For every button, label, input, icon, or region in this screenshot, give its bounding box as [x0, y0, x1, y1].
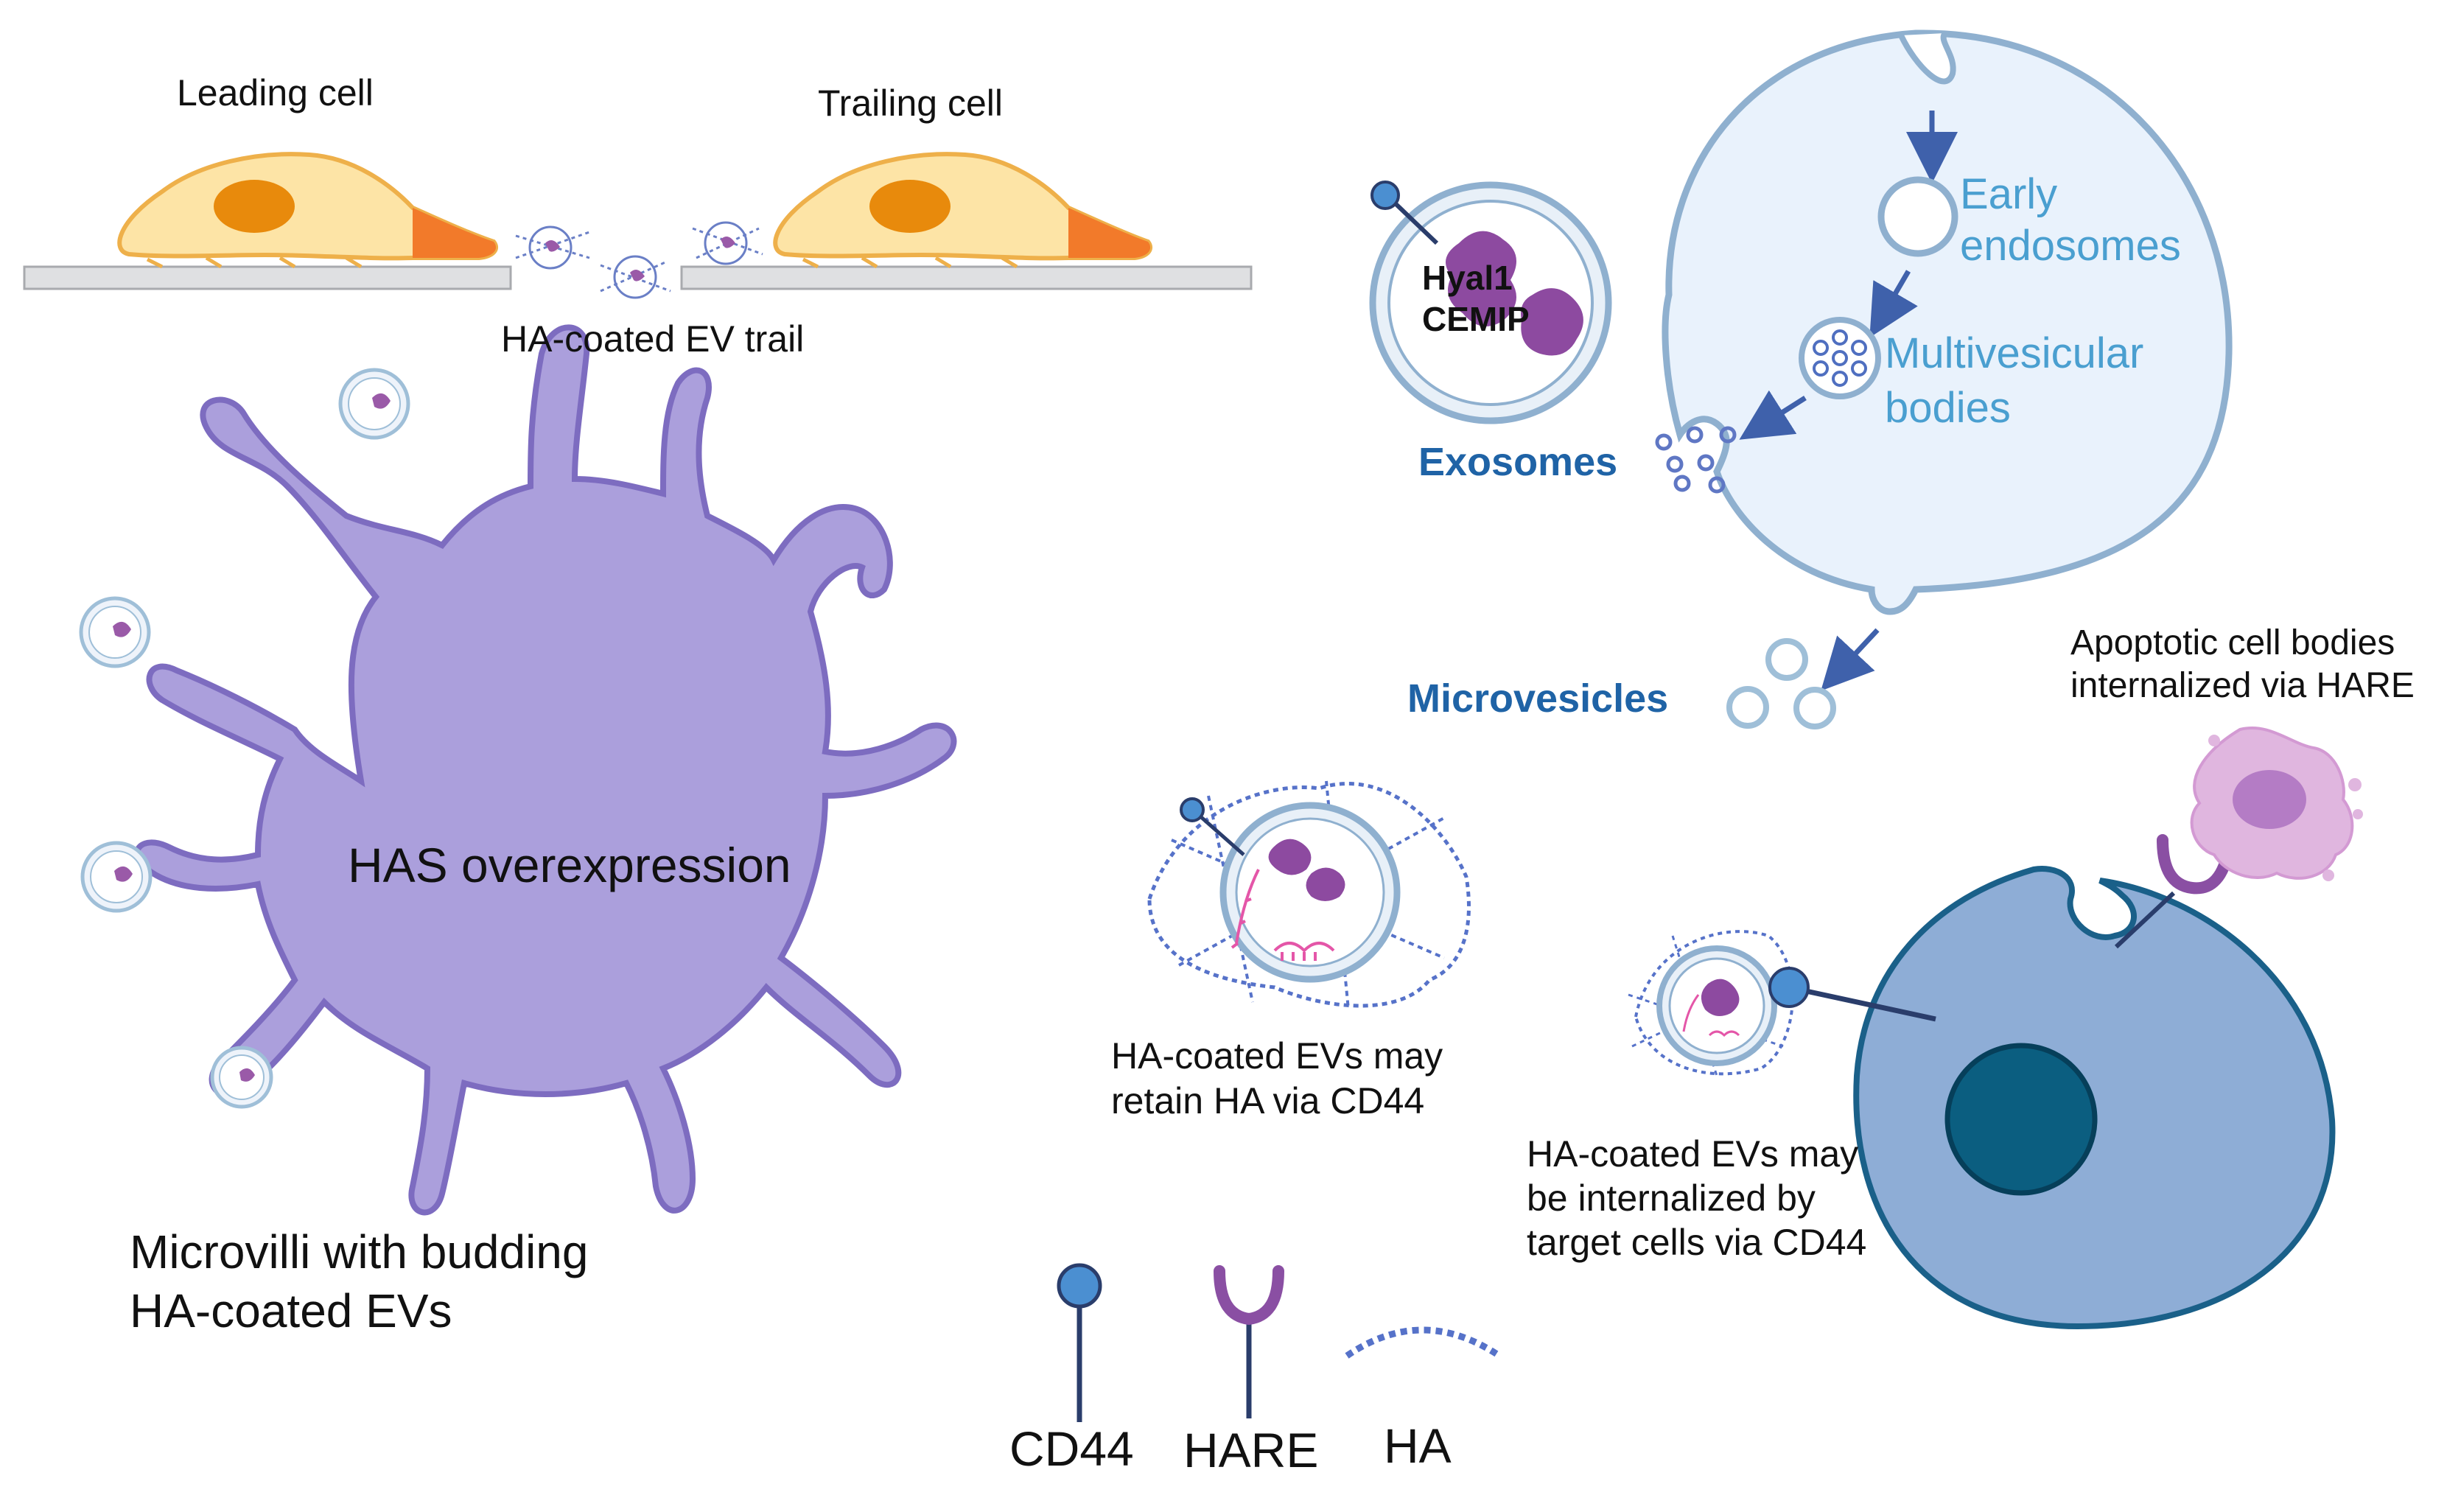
trail-ev-group: [515, 221, 763, 299]
trailing-cell-nucleus: [869, 180, 951, 233]
exosomes-label: Exosomes: [1418, 440, 1618, 484]
legend-cd44-label: CD44: [1009, 1421, 1134, 1476]
mvb-label-line2: bodies: [1885, 384, 2011, 432]
hyal1-protein: [1446, 231, 1516, 326]
retain-label-line2: retain HA via CD44: [1111, 1080, 1425, 1121]
target-cell: [1853, 866, 2336, 1330]
legend-symbols: [1057, 1263, 1502, 1422]
apoptotic-body: [2190, 727, 2363, 881]
microvesicles-label: Microvesicles: [1407, 676, 1669, 721]
exosome-vesicles: [1655, 426, 1737, 494]
hyal1-label: Hyal1: [1422, 259, 1513, 297]
exosome-detail: [1369, 181, 1612, 424]
microvilli-cell-group: [79, 324, 957, 1216]
apoptotic-label-line1: Apoptotic cell bodies: [2070, 623, 2395, 662]
has-overexpression-label: HAS overexpression: [348, 838, 791, 892]
leading-cell: [117, 152, 499, 269]
trailing-cell-label: Trailing cell: [818, 83, 1004, 124]
internalized-label-line3: target cells via CD44: [1527, 1222, 1867, 1263]
trail-ev: [528, 225, 573, 270]
early-endosomes-line2: endosomes: [1960, 222, 2181, 270]
ha-coated-ev-center: [1147, 780, 1471, 1010]
budding-evs: [79, 368, 410, 1109]
target-cell-group: [1628, 727, 2363, 1330]
budding-ev: [338, 368, 410, 440]
secreting-cell-group: [1655, 29, 2233, 729]
substrate-left: [23, 265, 512, 290]
microvesicle-particles: [1726, 638, 1836, 729]
trailing-cell: [773, 152, 1153, 269]
internalized-label-line1: HA-coated EVs may: [1527, 1133, 1859, 1175]
early-endosomes-line1: Early: [1960, 170, 2058, 218]
cemip-protein: [1521, 288, 1583, 356]
budding-ev: [80, 841, 153, 913]
legend-cd44-icon: [1057, 1263, 1102, 1309]
trail-ev: [613, 255, 657, 299]
retain-label-line1: HA-coated EVs may: [1111, 1035, 1443, 1077]
arrow-to-microvesicles: [1821, 628, 1880, 691]
mvb-label-line1: Multivesicular: [1885, 329, 2144, 377]
microvilli-label-line2: HA-coated EVs: [130, 1284, 452, 1337]
ha-coated-ev-bound: [1628, 930, 1936, 1077]
legend-hare-icon: [1214, 1265, 1284, 1326]
legend-hare-label: HARE: [1183, 1423, 1319, 1477]
cemip-label: CEMIP: [1422, 300, 1530, 338]
cd44-stem-bound: [1788, 984, 1936, 1022]
early-endosome: [1877, 176, 1958, 257]
arrow-to-mvb: [1869, 270, 1918, 338]
cd44-head: [1370, 181, 1400, 210]
leading-cell-label: Leading cell: [177, 72, 374, 113]
internalized-label-line2: be internalized by: [1527, 1177, 1816, 1219]
budding-ev: [79, 596, 151, 668]
apoptotic-label-line2: internalized via HARE: [2070, 666, 2415, 705]
cd44-head: [1768, 967, 1810, 1008]
multivesicular-body: [1799, 317, 1881, 399]
arrow-to-membrane: [1739, 390, 1807, 440]
hare-receptor-head: [2157, 834, 2235, 895]
leading-cell-nucleus: [214, 180, 295, 233]
microvilli-label-line1: Microvilli with budding: [130, 1225, 589, 1278]
budding-ev: [210, 1046, 273, 1109]
secreting-cell: [1662, 29, 2233, 615]
ev-trail-label: HA-coated EV trail: [501, 318, 805, 360]
target-cell-nucleus: [1944, 1043, 2098, 1196]
microvilli-cell: [133, 324, 957, 1216]
substrate-right: [680, 265, 1253, 290]
cd44-head: [1180, 797, 1205, 822]
legend-ha-label: HA: [1384, 1418, 1452, 1473]
trail-ev: [704, 221, 748, 265]
hare-receptor-stem: [2114, 891, 2176, 949]
legend-ha-icon: [1345, 1326, 1502, 1359]
migrating-cells: [23, 152, 1253, 299]
